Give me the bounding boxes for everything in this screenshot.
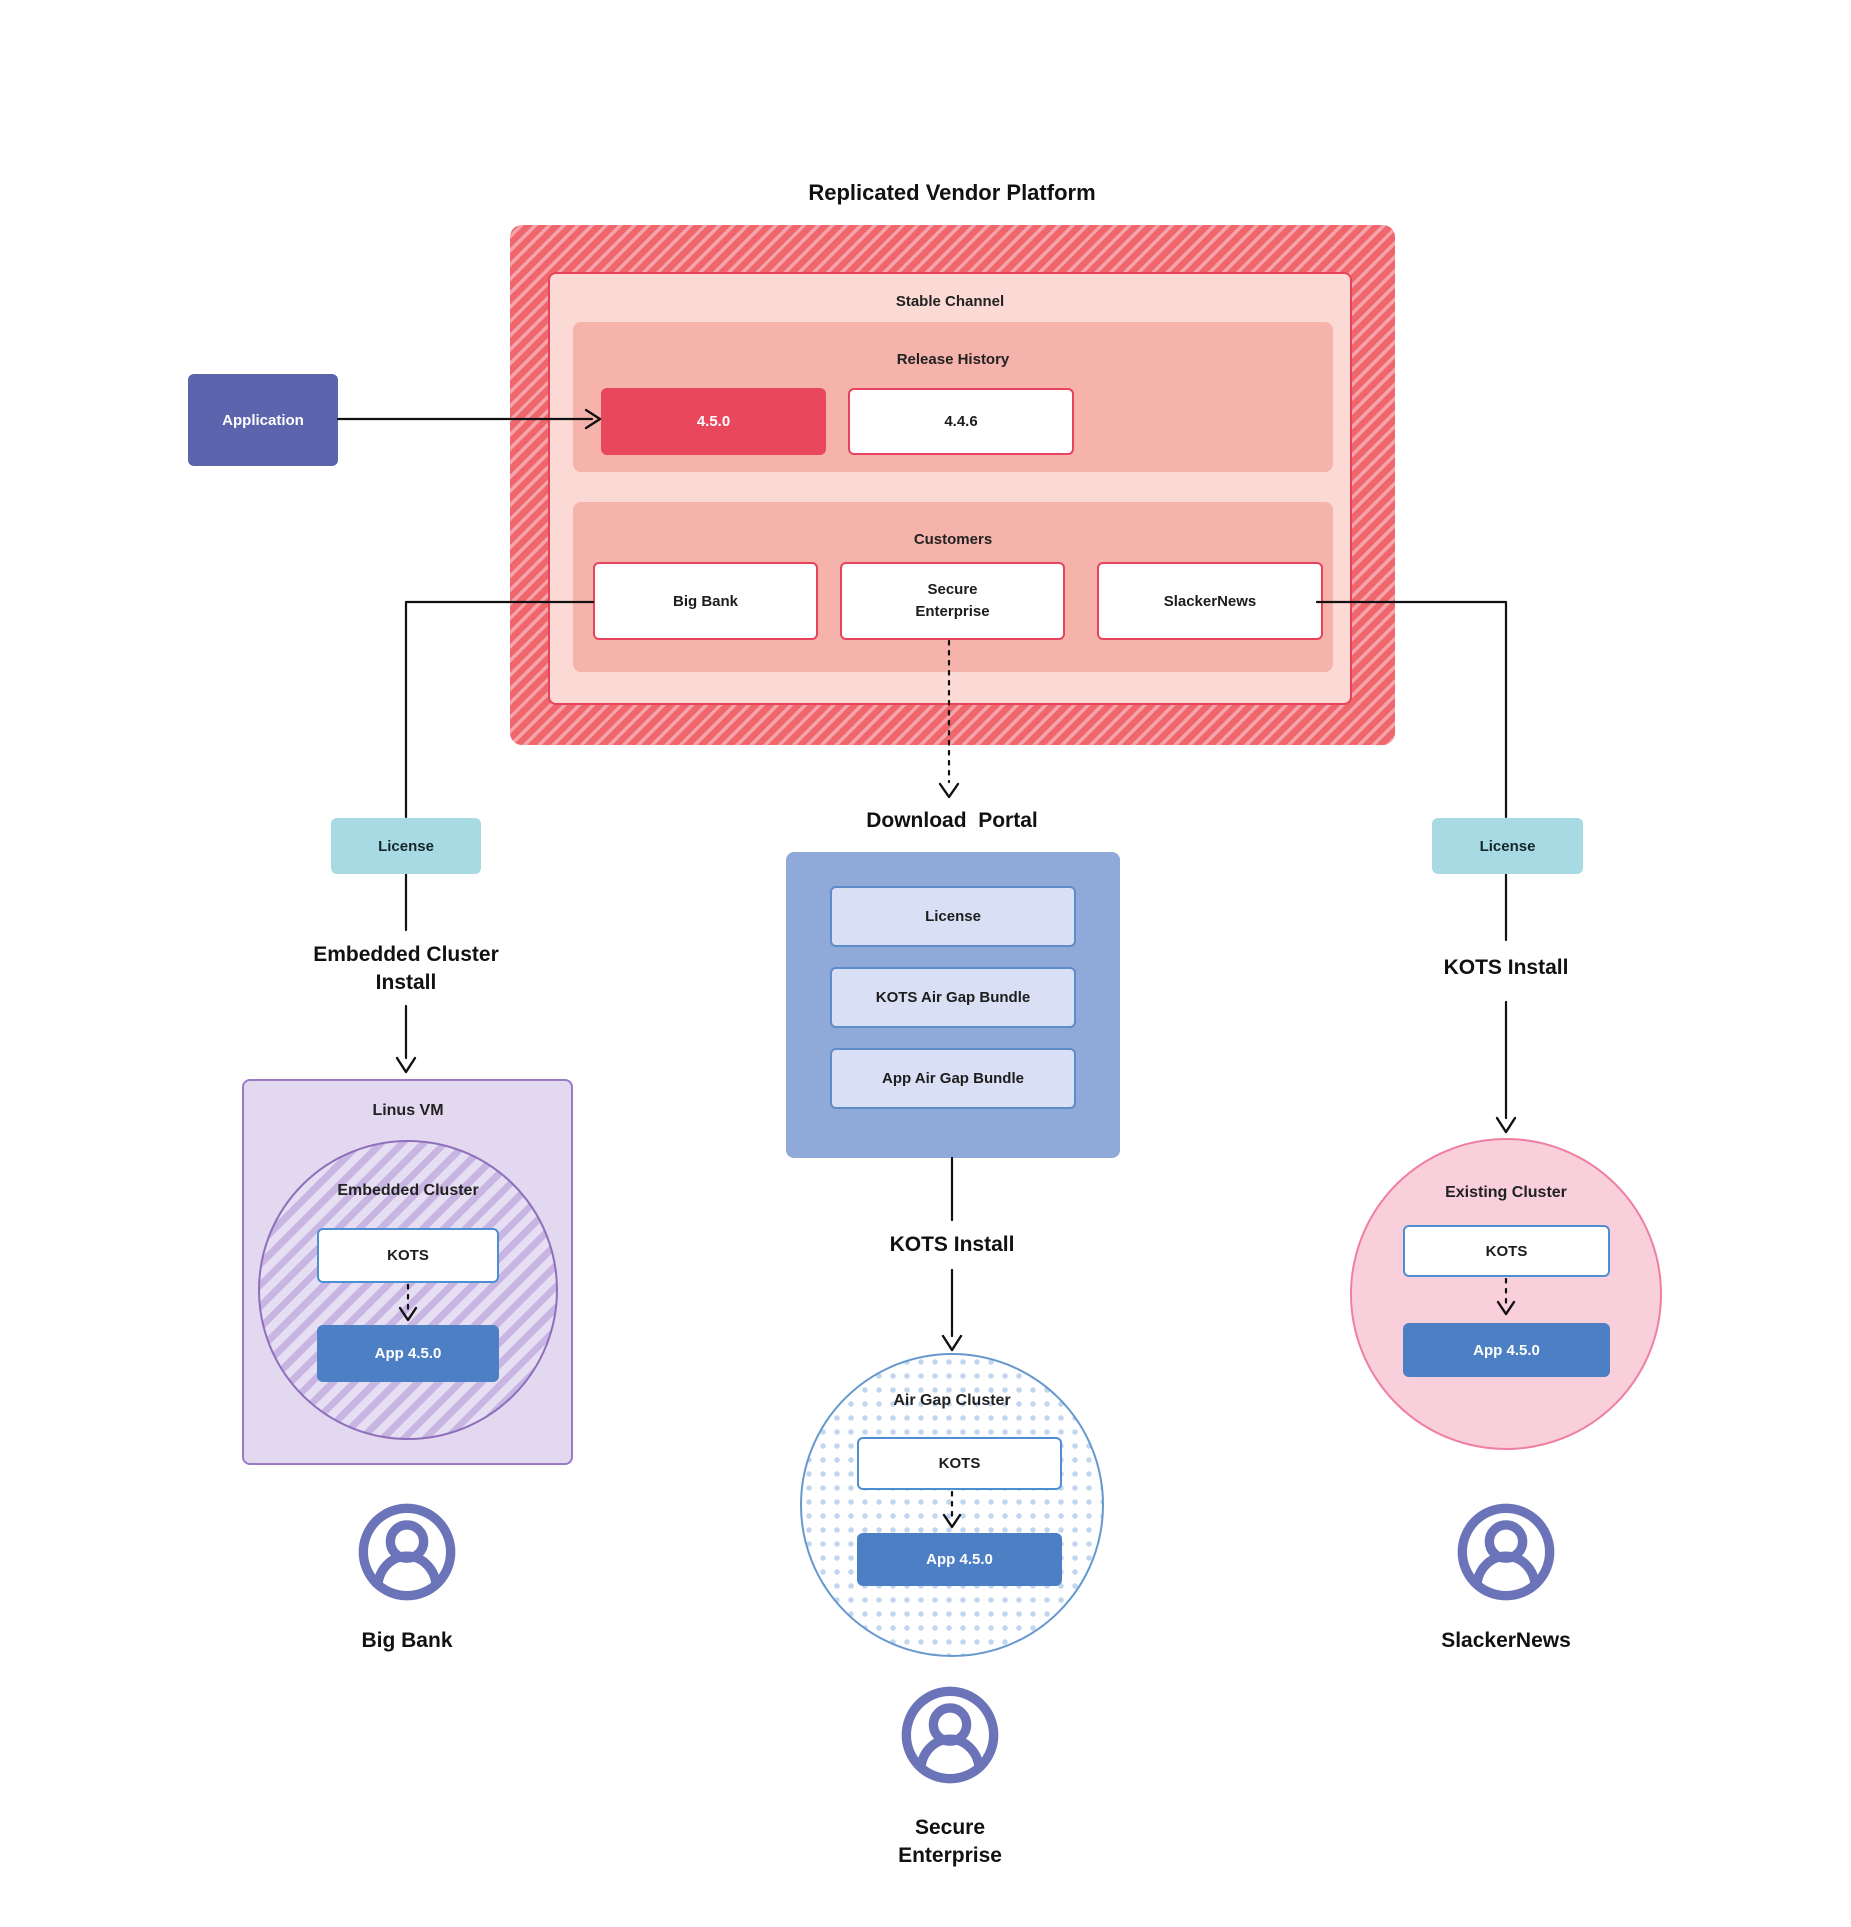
kots-box-embedded: KOTS — [317, 1228, 499, 1283]
release-450-box: 4.5.0 — [601, 388, 826, 455]
release-446-box: 4.4.6 — [848, 388, 1074, 455]
kots-install-label-right: KOTS Install — [1443, 955, 1569, 979]
app-box-airgap: App 4.5.0 — [857, 1533, 1062, 1586]
embedded-cluster-install-label: Embedded Cluster Install — [313, 942, 499, 994]
airgap-cluster-title: Air Gap Cluster — [893, 1392, 1011, 1409]
release-history-title: Release History — [896, 350, 1010, 368]
customer-big-bank-box: Big Bank — [593, 562, 818, 640]
embedded-install-arrow-head — [395, 1056, 417, 1074]
user-label-secure-enterprise: Secure Enterprise — [898, 1815, 1002, 1867]
download-portal-arrow-head — [938, 782, 960, 799]
app-box-existing: App 4.5.0 — [1403, 1323, 1610, 1377]
existing-cluster-arrow-head — [1495, 1116, 1517, 1134]
linus-vm-title: Linus VM — [372, 1102, 444, 1119]
license-chip-right: License — [1432, 818, 1583, 874]
user-label-slackernews: SlackerNews — [1441, 1628, 1571, 1652]
application-box: Application — [188, 374, 338, 466]
kots-box-airgap: KOTS — [857, 1437, 1062, 1490]
embedded-cluster-title: Embedded Cluster — [337, 1182, 479, 1199]
existing-cluster-title: Existing Cluster — [1445, 1184, 1567, 1201]
download-portal-label: Download Portal — [866, 808, 1038, 832]
airgap-cluster-circle — [800, 1353, 1104, 1657]
kots-install-label-center: KOTS Install — [889, 1232, 1015, 1256]
stable-channel-title: Stable Channel — [895, 292, 1005, 310]
portal-kots-bundle-item: KOTS Air Gap Bundle — [830, 967, 1076, 1028]
customer-slackernews-box: SlackerNews — [1097, 562, 1323, 640]
airgap-arrow-head — [941, 1334, 963, 1352]
slackernews-user-icon — [1457, 1503, 1555, 1601]
customers-title: Customers — [913, 530, 993, 548]
user-label-big-bank: Big Bank — [361, 1628, 453, 1652]
portal-app-bundle-item: App Air Gap Bundle — [830, 1048, 1076, 1109]
app-box-embedded: App 4.5.0 — [317, 1325, 499, 1382]
secure-enterprise-user-icon — [901, 1686, 999, 1784]
big-bank-user-icon — [358, 1503, 456, 1601]
kots-box-existing: KOTS — [1403, 1225, 1610, 1277]
customer-secure-enterprise-box: Secure Enterprise — [840, 562, 1065, 640]
portal-license-item: License — [830, 886, 1076, 947]
license-chip-left: License — [331, 818, 481, 874]
page-title: Replicated Vendor Platform — [808, 180, 1096, 205]
